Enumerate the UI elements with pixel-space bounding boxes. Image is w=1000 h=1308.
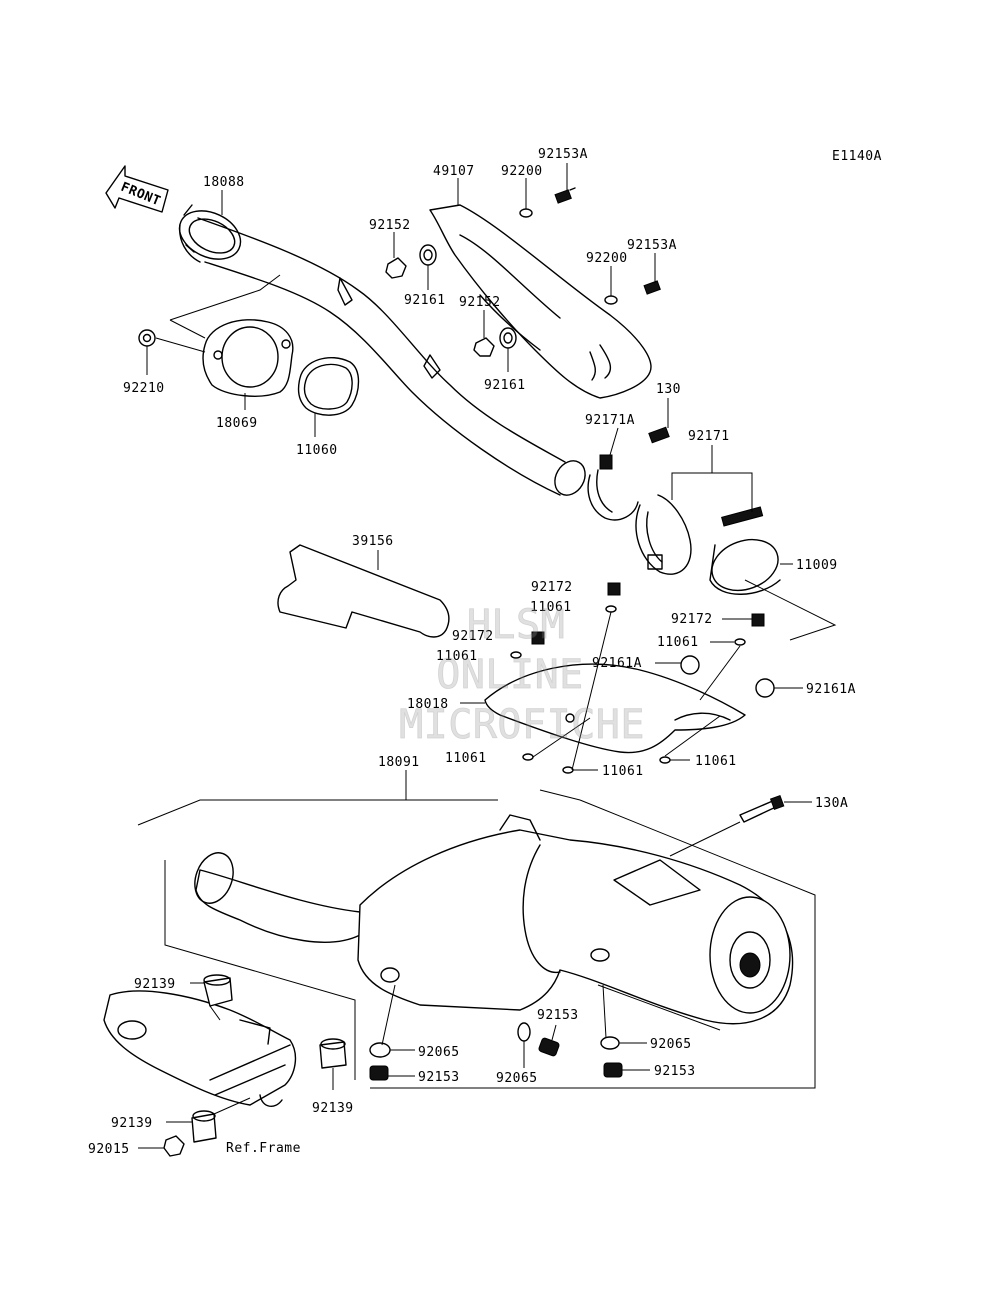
callout-92152: 92152 bbox=[369, 218, 411, 233]
callout-18091: 18091 bbox=[378, 755, 420, 770]
ref-frame-label: Ref.Frame bbox=[226, 1141, 301, 1156]
exhaust-pipe bbox=[197, 217, 586, 496]
part-130A-bolt bbox=[739, 794, 785, 823]
part-92200-washer-a bbox=[519, 208, 533, 218]
part-130-bolt bbox=[648, 426, 670, 444]
callout-11061: 11061 bbox=[602, 764, 644, 779]
callout-92139: 92139 bbox=[111, 1116, 153, 1131]
part-92161-damper-a bbox=[419, 244, 437, 266]
callout-92172: 92172 bbox=[531, 580, 573, 595]
part-11060-gasket bbox=[297, 357, 360, 416]
callout-92152: 92152 bbox=[459, 295, 501, 310]
part-49107-heat-guard bbox=[429, 204, 652, 399]
callout-92161A: 92161A bbox=[806, 682, 856, 697]
callout-92171A: 92171A bbox=[585, 413, 635, 428]
part-92153A-bolt-a bbox=[554, 187, 576, 204]
callout-11060: 11060 bbox=[296, 443, 338, 458]
part-92065-gasket-c bbox=[600, 1036, 620, 1050]
part-92153-plug-b bbox=[538, 1037, 560, 1057]
part-18091-muffler bbox=[194, 814, 794, 1025]
part-92065-gasket-a bbox=[369, 1042, 391, 1058]
part-18069-flange bbox=[202, 319, 294, 397]
part-18018-cover bbox=[484, 663, 746, 754]
part-92153-plug-a bbox=[369, 1065, 389, 1081]
part-39156-plate bbox=[277, 544, 450, 638]
callout-92139: 92139 bbox=[134, 977, 176, 992]
callout-39156: 39156 bbox=[352, 534, 394, 549]
callout-92153A: 92153A bbox=[627, 238, 677, 253]
callout-92153: 92153 bbox=[537, 1008, 579, 1023]
part-92210-nut bbox=[138, 329, 156, 347]
part-92153A-bolt-b bbox=[643, 280, 661, 295]
callout-92172: 92172 bbox=[671, 612, 713, 627]
muffler-bracket-lines bbox=[137, 770, 816, 1089]
part-92065-gasket-b bbox=[517, 1022, 531, 1042]
part-92139-rubber-b bbox=[319, 1038, 347, 1069]
callout-11061: 11061 bbox=[657, 635, 699, 650]
callout-11061: 11061 bbox=[530, 600, 572, 615]
part-11009-sleeve bbox=[709, 538, 781, 595]
washer-leaders bbox=[532, 611, 741, 771]
part-92171A-clamp bbox=[587, 454, 639, 521]
callout-11061: 11061 bbox=[695, 754, 737, 769]
callout-92161: 92161 bbox=[484, 378, 526, 393]
callout-18088: 18088 bbox=[203, 175, 245, 190]
part-92161A-damper-b bbox=[755, 678, 775, 698]
part-92171-bolt bbox=[721, 506, 764, 527]
part-92172-bolt-a bbox=[607, 582, 621, 596]
watermark-line-2: ONLINE bbox=[436, 652, 584, 698]
callout-11009: 11009 bbox=[796, 558, 838, 573]
callout-92210: 92210 bbox=[123, 381, 165, 396]
part-92200-washer-b bbox=[604, 295, 618, 305]
callout-92161: 92161 bbox=[404, 293, 446, 308]
callout-92065: 92065 bbox=[650, 1037, 692, 1052]
callout-92065: 92065 bbox=[418, 1045, 460, 1060]
callout-92200: 92200 bbox=[586, 251, 628, 266]
callout-92200: 92200 bbox=[501, 164, 543, 179]
callout-18069: 18069 bbox=[216, 416, 258, 431]
callout-130A: 130A bbox=[815, 796, 848, 811]
callout-130: 130 bbox=[656, 382, 681, 397]
callout-92015: 92015 bbox=[88, 1142, 130, 1157]
callout-92153: 92153 bbox=[654, 1064, 696, 1079]
part-92161-damper-b bbox=[499, 327, 517, 349]
front-arrow: FRONT bbox=[105, 165, 169, 213]
callout-92153A: 92153A bbox=[538, 147, 588, 162]
watermark: HLSM ONLINE MICROFICHE bbox=[399, 602, 645, 749]
callout-49107: 49107 bbox=[433, 164, 475, 179]
part-92152-collar-b bbox=[473, 337, 495, 357]
callouts: 18088 49107 92200 92153A 92152 92161 922… bbox=[88, 147, 856, 1157]
watermark-line-1: HLSM bbox=[467, 602, 565, 648]
callout-11061: 11061 bbox=[436, 649, 478, 664]
part-92172-bolt-b bbox=[531, 631, 545, 645]
part-18088-joint bbox=[178, 204, 242, 263]
frame-reference bbox=[103, 990, 297, 1107]
callout-92171: 92171 bbox=[688, 429, 730, 444]
watermark-line-3: MICROFICHE bbox=[399, 702, 645, 748]
callout-18018: 18018 bbox=[407, 697, 449, 712]
callout-92153: 92153 bbox=[418, 1070, 460, 1085]
part-92161A-damper-a bbox=[680, 655, 700, 675]
part-92172-bolt-c bbox=[751, 613, 765, 627]
callout-92065: 92065 bbox=[496, 1071, 538, 1086]
callout-92139: 92139 bbox=[312, 1101, 354, 1116]
part-92139-rubber-c bbox=[191, 1110, 217, 1143]
callout-92172: 92172 bbox=[452, 629, 494, 644]
pipe-leaders bbox=[146, 190, 316, 437]
diagram-code: E1140A bbox=[832, 149, 882, 164]
part-92015-nut bbox=[163, 1135, 185, 1157]
callout-11061: 11061 bbox=[445, 751, 487, 766]
part-92152-collar-a bbox=[385, 257, 407, 279]
part-92139-rubber-a bbox=[203, 974, 233, 1007]
part-92171-clamp bbox=[635, 494, 692, 575]
part-92153-plug-c bbox=[603, 1062, 623, 1078]
callout-92161A: 92161A bbox=[592, 656, 642, 671]
